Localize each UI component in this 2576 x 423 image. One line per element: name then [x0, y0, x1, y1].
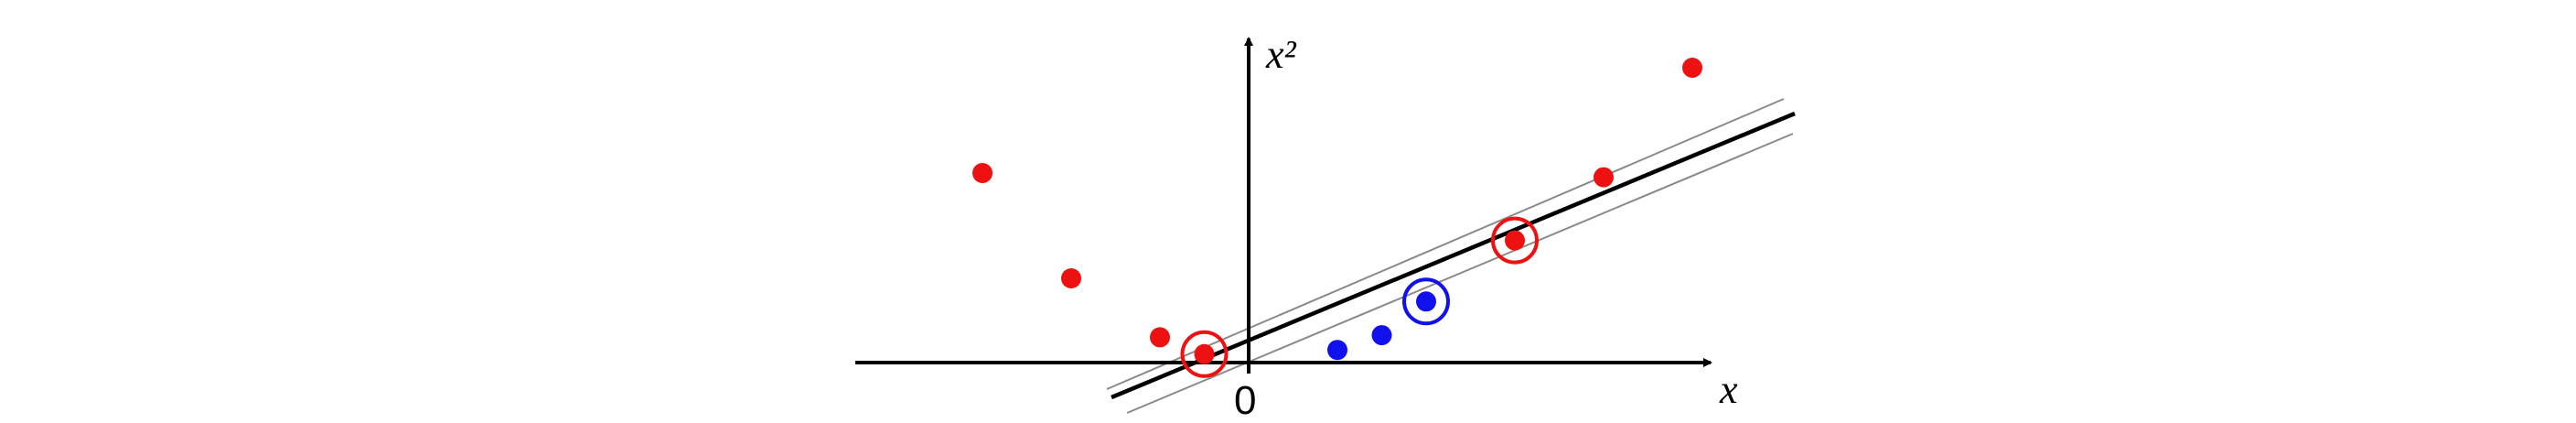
margin-line-lower [1126, 133, 1794, 414]
blue-data-point [1327, 340, 1347, 361]
red-data-point [972, 163, 993, 183]
red-data-point [1150, 327, 1170, 348]
support-vector-ring [1491, 216, 1539, 265]
data-points [972, 58, 1702, 378]
y-axis-label: x² [1265, 32, 1297, 77]
x-axis-label: x [1719, 367, 1738, 412]
support-vector-ring [1402, 277, 1450, 326]
blue-data-point [1416, 291, 1436, 312]
blue-data-point [1371, 325, 1392, 346]
red-data-point [1594, 167, 1614, 188]
support-vector-ring [1180, 330, 1229, 378]
red-data-point [1682, 58, 1702, 78]
red-data-point [1061, 268, 1081, 288]
origin-label: 0 [1234, 378, 1256, 423]
red-data-point [1194, 343, 1215, 364]
red-data-point [1505, 230, 1525, 251]
